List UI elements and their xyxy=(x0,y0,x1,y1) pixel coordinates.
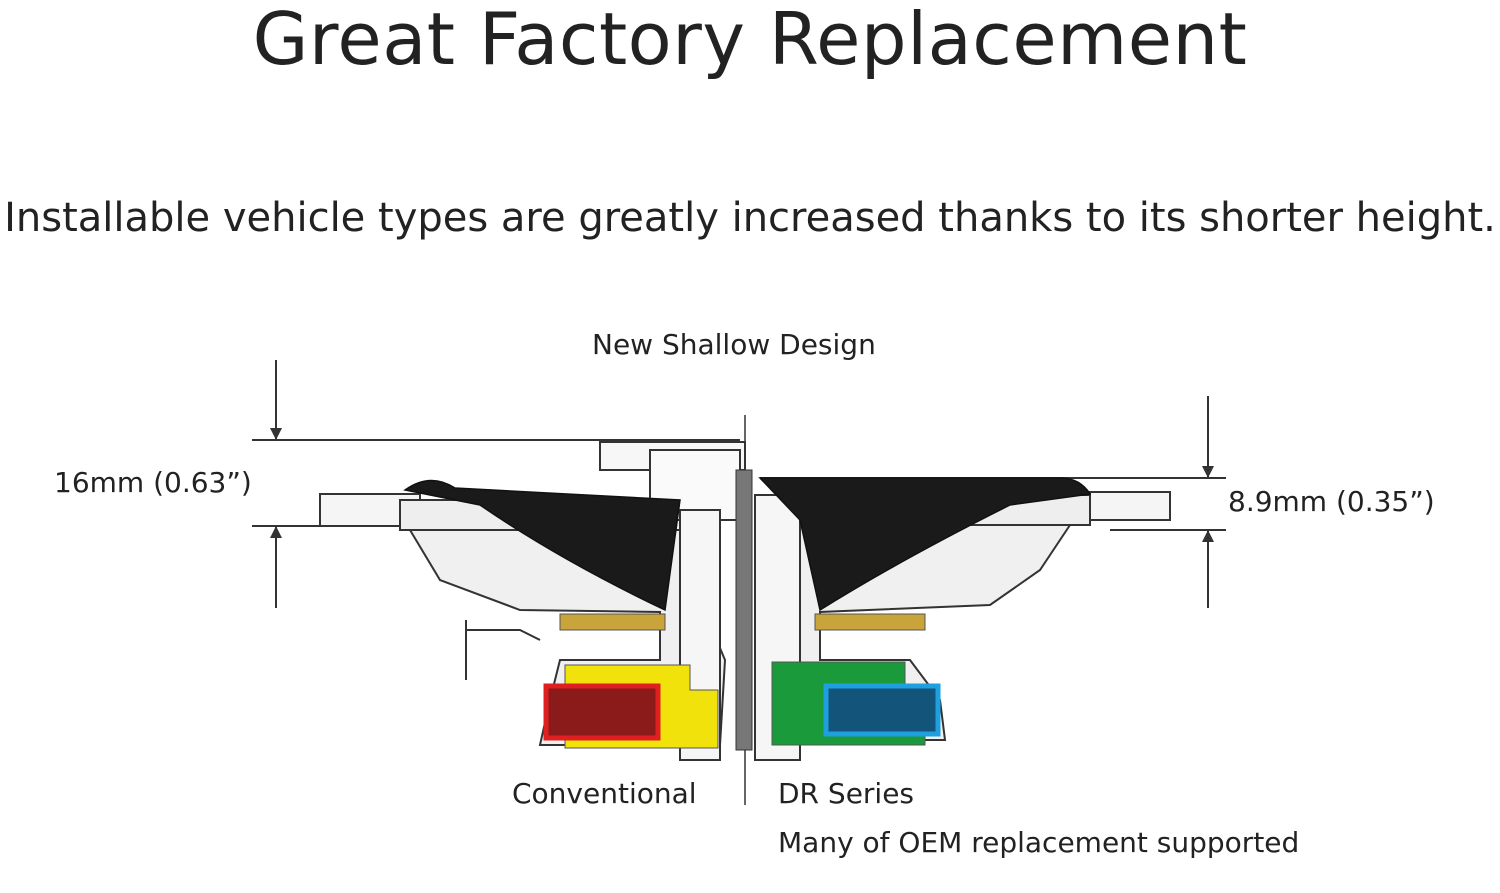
dr-series-cone xyxy=(758,477,1092,612)
page-subtitle: Installable vehicle types are greatly in… xyxy=(4,195,1496,241)
conventional-spider xyxy=(559,613,666,631)
diagram-heading: New Shallow Design xyxy=(592,328,876,361)
right-dimension-label: 8.9mm (0.35”) xyxy=(1228,485,1435,518)
conventional-cone xyxy=(403,479,681,612)
dr-series-magnet xyxy=(771,661,941,746)
conventional-magnet xyxy=(543,664,719,749)
conventional-label: Conventional xyxy=(512,777,697,810)
dr-series-label: DR Series xyxy=(778,777,915,810)
left-dimension-label: 16mm (0.63”) xyxy=(54,466,252,499)
page-title: Great Factory Replacement xyxy=(252,0,1248,81)
center-bolt xyxy=(735,469,753,751)
oem-replacement-note: Many of OEM replacement supported xyxy=(778,826,1300,859)
dr-series-spider xyxy=(814,613,926,631)
